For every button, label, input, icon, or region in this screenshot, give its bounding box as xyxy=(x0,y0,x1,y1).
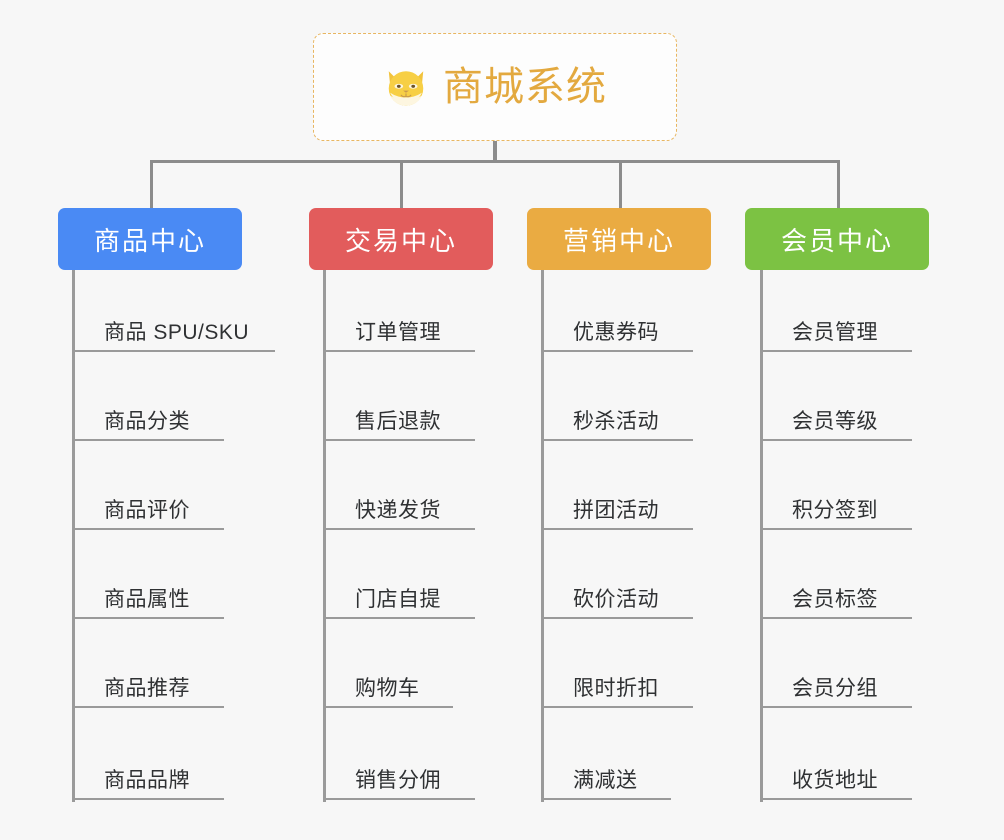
leaf-rule xyxy=(323,528,475,530)
connector-bus-bar xyxy=(150,160,840,163)
leaf-label: 商品 SPU/SKU xyxy=(104,321,250,344)
leaf-rule xyxy=(323,706,453,708)
leaf-label: 积分签到 xyxy=(792,499,878,522)
leaf-rule xyxy=(541,350,693,352)
leaf-label: 秒杀活动 xyxy=(573,410,659,433)
leaf-label: 会员标签 xyxy=(792,588,878,611)
leaf-rule xyxy=(760,798,912,800)
trunk-4 xyxy=(760,270,763,802)
leaf-label: 商品评价 xyxy=(104,499,190,522)
root-node[interactable]: 商城系统 xyxy=(313,33,677,141)
leaf-label: 限时折扣 xyxy=(573,677,659,700)
leaf-label: 快递发货 xyxy=(355,499,441,522)
leaf-label: 会员分组 xyxy=(792,677,878,700)
leaf-rule xyxy=(760,350,912,352)
leaf-label: 会员等级 xyxy=(792,410,878,433)
leaf-label: 购物车 xyxy=(355,677,420,700)
leaf-label: 订单管理 xyxy=(355,321,441,344)
category-title-1: 商品中心 xyxy=(93,225,206,256)
category-title-3: 营销中心 xyxy=(562,225,675,256)
leaf-rule xyxy=(72,706,224,708)
leaf-rule xyxy=(72,350,275,352)
leaf-rule xyxy=(72,439,224,441)
leaf-rule xyxy=(323,617,475,619)
leaf-label: 商品属性 xyxy=(104,588,190,611)
leaf-rule xyxy=(541,798,671,800)
leaf-rule xyxy=(760,439,912,441)
leaf-rule xyxy=(760,706,912,708)
leaf-label: 门店自提 xyxy=(355,588,441,611)
connector-drop-4 xyxy=(837,160,840,208)
connector-drop-2 xyxy=(400,160,403,208)
trunk-1 xyxy=(72,270,75,802)
leaf-label: 拼团活动 xyxy=(573,499,659,522)
leaf-rule xyxy=(72,798,224,800)
category-box-3[interactable]: 营销中心 xyxy=(527,208,711,270)
leaf-rule xyxy=(541,528,693,530)
leaf-label: 销售分佣 xyxy=(355,769,441,792)
leaf-rule xyxy=(541,706,693,708)
category-box-2[interactable]: 交易中心 xyxy=(309,208,493,270)
leaf-rule xyxy=(760,617,912,619)
leaf-label: 商品品牌 xyxy=(104,769,190,792)
leaf-rule xyxy=(323,439,475,441)
connector-drop-1 xyxy=(150,160,153,208)
leaf-rule xyxy=(323,350,475,352)
category-title-2: 交易中心 xyxy=(344,225,457,256)
leaf-label: 优惠券码 xyxy=(573,321,659,344)
leaf-rule xyxy=(72,617,224,619)
leaf-label: 砍价活动 xyxy=(573,588,659,611)
category-box-4[interactable]: 会员中心 xyxy=(745,208,929,270)
connector-root-stub xyxy=(493,141,497,162)
leaf-label: 收货地址 xyxy=(792,769,878,792)
leaf-label: 满减送 xyxy=(573,769,638,792)
leaf-rule xyxy=(541,617,693,619)
category-title-4: 会员中心 xyxy=(780,225,893,256)
leaf-label: 售后退款 xyxy=(355,410,441,433)
category-box-1[interactable]: 商品中心 xyxy=(58,208,242,270)
leaf-label: 商品分类 xyxy=(104,410,190,433)
connector-drop-3 xyxy=(619,160,622,208)
leaf-rule xyxy=(323,798,475,800)
root-title: 商城系统 xyxy=(443,65,607,109)
leaf-label: 会员管理 xyxy=(792,321,878,344)
leaf-rule xyxy=(541,439,693,441)
leaf-label: 商品推荐 xyxy=(104,677,190,700)
trunk-3 xyxy=(541,270,544,802)
leaf-rule xyxy=(760,528,912,530)
shiba-dog-icon xyxy=(383,64,429,110)
leaf-rule xyxy=(72,528,224,530)
trunk-2 xyxy=(323,270,326,802)
